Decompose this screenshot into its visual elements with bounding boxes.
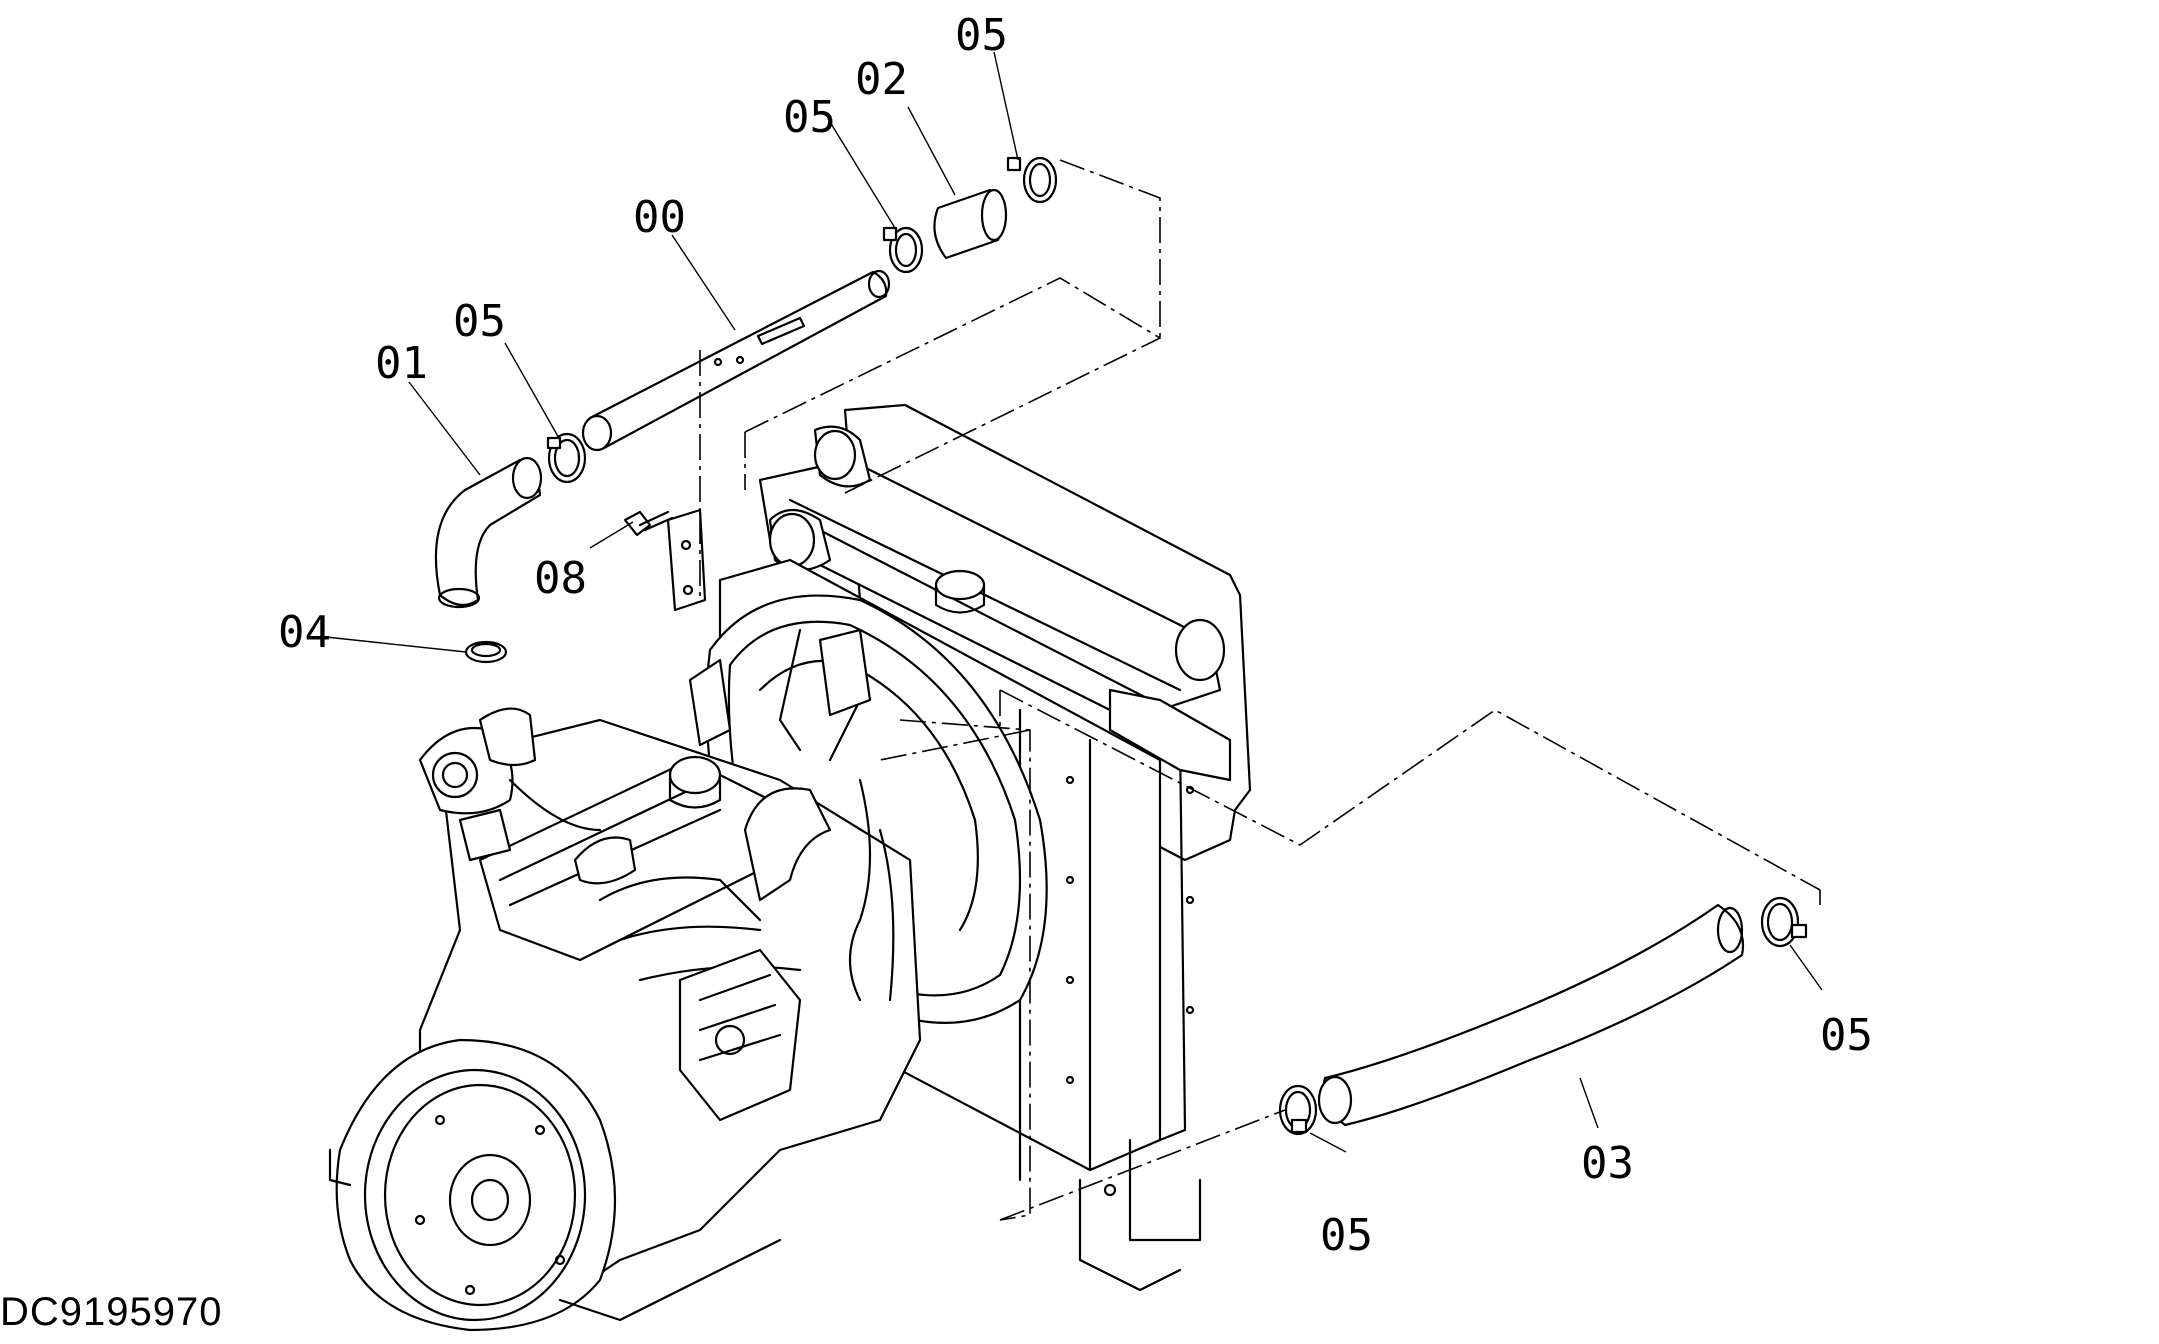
clamp-05-e (1760, 896, 1808, 948)
elbow-hose-01 (434, 456, 543, 609)
bolt-08 (623, 510, 674, 537)
callout-08: 08 (534, 553, 587, 604)
callout-05-left: 05 (453, 296, 506, 347)
callout-05-mid: 05 (783, 92, 836, 143)
callout-05-top: 05 (955, 10, 1008, 61)
callout-01: 01 (375, 338, 428, 389)
leader-lines (325, 51, 1823, 1153)
callout-02: 02 (855, 54, 908, 105)
clamp-05-b (882, 226, 924, 274)
lower-hose-03 (1317, 903, 1745, 1127)
clamp-05-d (1278, 1084, 1318, 1136)
callout-00: 00 (633, 192, 686, 243)
pipe-00 (581, 269, 891, 452)
callout-05-right: 05 (1820, 1010, 1873, 1061)
drawing-code: DC9195970 (0, 1290, 223, 1334)
ring-04 (464, 640, 508, 664)
callout-03: 03 (1581, 1138, 1634, 1189)
sleeve-02 (933, 188, 1008, 260)
assembly-lines (699, 159, 1821, 1221)
callout-05-bottom: 05 (1320, 1210, 1373, 1261)
callouts: 00 01 02 03 04 05 05 05 05 05 08 (278, 10, 1873, 1261)
engine (328, 628, 922, 1332)
clamp-05-c (1006, 156, 1058, 204)
clamp-05-a (546, 432, 587, 484)
callout-04: 04 (278, 607, 331, 658)
